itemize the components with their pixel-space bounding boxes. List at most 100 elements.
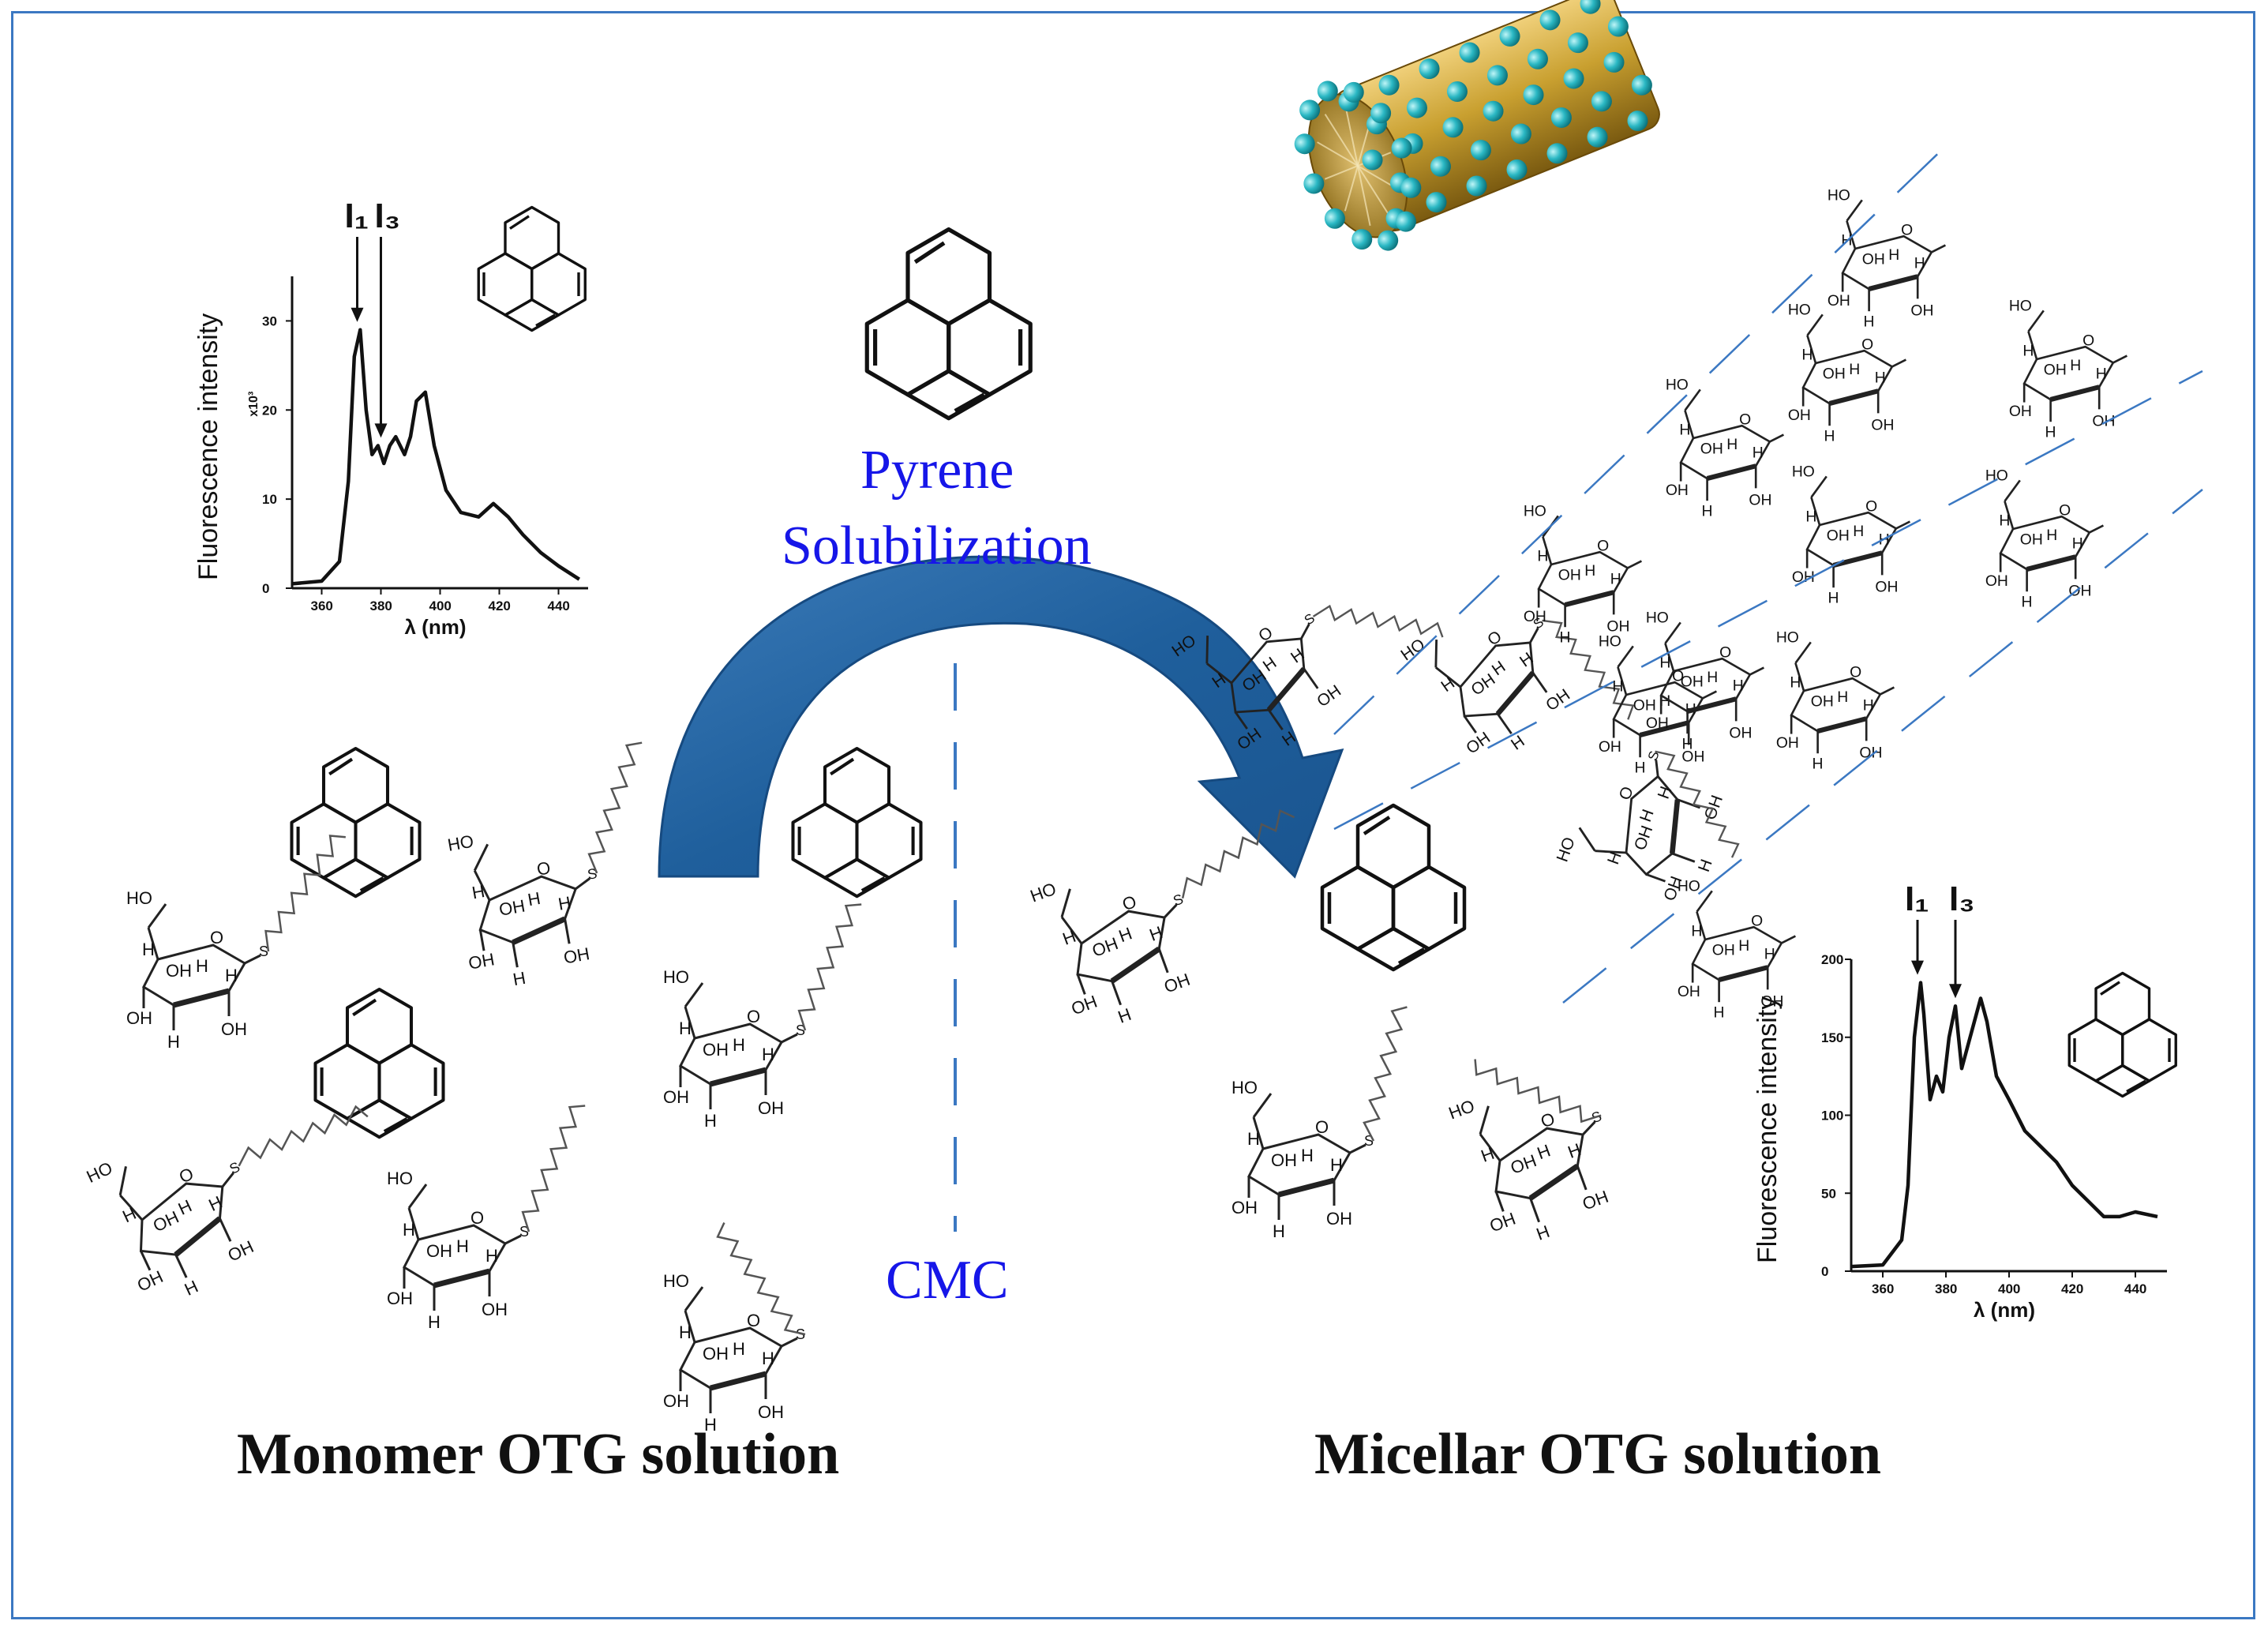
cap-chain-8 — [1324, 114, 1359, 167]
sugar-micelle-1-h2-label: H — [1116, 923, 1134, 946]
sugar-array-10-oh3-label: OH — [2092, 412, 2115, 430]
right-spectrum-peak1-label: I₁ — [1905, 880, 1929, 918]
sugar-array-8-h1-label: H — [1659, 655, 1670, 672]
sugar-array-7-h3-label: H — [1824, 428, 1835, 445]
sugar-monomer-2-o-label: O — [535, 857, 552, 880]
sugar-micelle-2-oh1-label: OH — [1271, 1150, 1297, 1170]
pyrene-inset-left — [477, 205, 587, 332]
sugar-array-2-h3-label: H — [1635, 760, 1646, 777]
micelle-guide-line-3 — [1562, 489, 2203, 1004]
sugar-micelle-6-s-label: S — [1645, 749, 1663, 763]
sugar-array-4-h1-label: H — [1805, 508, 1816, 526]
sugar-array-9-h4-label: H — [2072, 535, 2083, 553]
sugar-monomer-2-h3-label: H — [512, 968, 527, 989]
sugar-micelle-6-h4-label: H — [1655, 784, 1676, 801]
sugar-micelle-6-oh1-label: OH — [1631, 824, 1656, 853]
sugar-micelle-1-h3-label: H — [1115, 1004, 1134, 1027]
right-spectrum-peak1-arrow-head — [1911, 960, 1924, 975]
sugar-array-3-h1-label: H — [1790, 674, 1801, 692]
micelle-cylinder — [1291, 0, 1660, 254]
sugar-monomer-3-oh1-label: OH — [150, 1207, 182, 1236]
sugar-array-4-oh2-label: OH — [1792, 568, 1815, 586]
sugar-monomer-5-h1-label: H — [403, 1220, 415, 1240]
monomer-solution-label: Monomer OTG solution — [237, 1422, 840, 1487]
sugar-micelle-4-alkyl-chain — [1312, 573, 1449, 671]
sugar-array-9-h2-label: H — [2046, 527, 2057, 544]
sugar-micelle-6-o-label: O — [1616, 784, 1637, 802]
sugar-micelle-2-oh3-label: OH — [1326, 1209, 1352, 1229]
left-spectrum-ytick-label-1: 10 — [262, 492, 277, 507]
sugar-monomer-6-h4-label: H — [762, 1349, 774, 1368]
sugar-monomer-6-o-label: O — [747, 1311, 760, 1330]
solubilization-label: Solubilization — [782, 516, 1092, 576]
sugar-micelle-2-ho-label: HO — [1231, 1078, 1258, 1097]
right-spectrum-peak3-arrow-head — [1949, 984, 1962, 999]
left-spectrum-xtick-label-1: 380 — [370, 598, 392, 613]
pyrene-label: Pyrene — [860, 440, 1014, 501]
sugar-monomer-4-oh3-label: OH — [758, 1098, 784, 1118]
sugar-array-10-h1-label: H — [2022, 343, 2034, 360]
sugar-monomer-1-s-label: S — [259, 944, 268, 959]
sugar-array-8-oh2-label: OH — [1646, 715, 1669, 732]
sugar-array-4-ho-label: HO — [1792, 463, 1815, 480]
sugar-monomer-4-alkyl-chain — [767, 896, 892, 1032]
sugar-monomer-5-h4-label: H — [485, 1246, 498, 1266]
sugar-micelle-2-o-label: O — [1315, 1117, 1329, 1137]
sugar-array-4-h3-label: H — [1828, 590, 1839, 607]
sugar-array-1-oh1-label: OH — [1558, 566, 1581, 583]
sugar-monomer-5-s-label: S — [519, 1224, 529, 1240]
left-spectrum-ylabel: Fluorescence intensity — [193, 313, 223, 580]
sugar-micelle-4-s-label: S — [1302, 610, 1318, 628]
right-spectrum-ytick-label-0: 0 — [1821, 1264, 1828, 1279]
sugar-micelle-2-h1-label: H — [1247, 1129, 1260, 1149]
sugar-array-6-h3-label: H — [1864, 313, 1875, 331]
right-spectrum-spectrum-line — [1850, 981, 2158, 1269]
sugar-monomer-3-h2-label: H — [175, 1195, 195, 1218]
sugar-micelle-2-alkyl-chain — [1330, 1000, 1441, 1142]
right-spectrum-ytick-label-4: 200 — [1821, 952, 1843, 967]
sugar-monomer-3-alkyl-chain — [234, 1105, 373, 1168]
right-spectrum-xtick-label-1: 380 — [1935, 1281, 1957, 1296]
sugar-monomer-6-oh3-label: OH — [758, 1402, 784, 1422]
sugar-monomer-3-h1-label: H — [119, 1203, 139, 1226]
sugar-array-7-oh3-label: OH — [1871, 416, 1894, 433]
sugar-array-6-h4-label: H — [1914, 255, 1925, 272]
sugar-monomer-4-o-label: O — [747, 1007, 760, 1026]
sugar-monomer-2-h4-label: H — [557, 892, 572, 914]
sugar-array-8-h4-label: H — [1733, 677, 1744, 695]
sugar-monomer-1-alkyl-chain — [235, 827, 371, 953]
sugar-micelle-3-h1-label: H — [1479, 1143, 1497, 1166]
right-spectrum-peak3-label: I₃ — [1949, 880, 1975, 918]
sugar-array-10-h2-label: H — [2070, 357, 2081, 374]
sugar-monomer-2-h1-label: H — [470, 881, 486, 902]
sugar-monomer-4-h3-label: H — [704, 1111, 717, 1131]
sugar-monomer-4-oh2-label: OH — [663, 1087, 689, 1107]
sugar-array-11-o-label: O — [1751, 912, 1763, 929]
sugar-array-3-oh2-label: OH — [1776, 734, 1799, 752]
sugar-array-5-oh1-label: OH — [1700, 440, 1723, 457]
sugar-array-10-o-label: O — [2082, 332, 2094, 349]
micelle-guide-line-2 — [1333, 370, 2203, 831]
sugar-array-3-h3-label: H — [1813, 756, 1824, 773]
sugar-array-11-oh3-label: OH — [1760, 992, 1783, 1010]
sugar-array-1-oh2-label: OH — [1524, 608, 1546, 625]
sugar-array-1-o-label: O — [1597, 537, 1609, 554]
sugar-array-3-h2-label: H — [1837, 688, 1848, 706]
right-spectrum-ytick-label-1: 50 — [1821, 1186, 1836, 1201]
sugar-monomer-5-oh1-label: OH — [426, 1241, 452, 1261]
pyrene-monomer-2 — [793, 748, 921, 896]
sugar-monomer-6-h2-label: H — [733, 1339, 745, 1359]
left-spectrum-spectrum-line — [291, 328, 581, 586]
sugar-monomer-4-s-label: S — [796, 1022, 805, 1038]
sugar-array-11-h3-label: H — [1714, 1004, 1725, 1022]
sugar-monomer-1-h4-label: H — [225, 966, 238, 985]
curved-arrow — [658, 555, 1344, 879]
